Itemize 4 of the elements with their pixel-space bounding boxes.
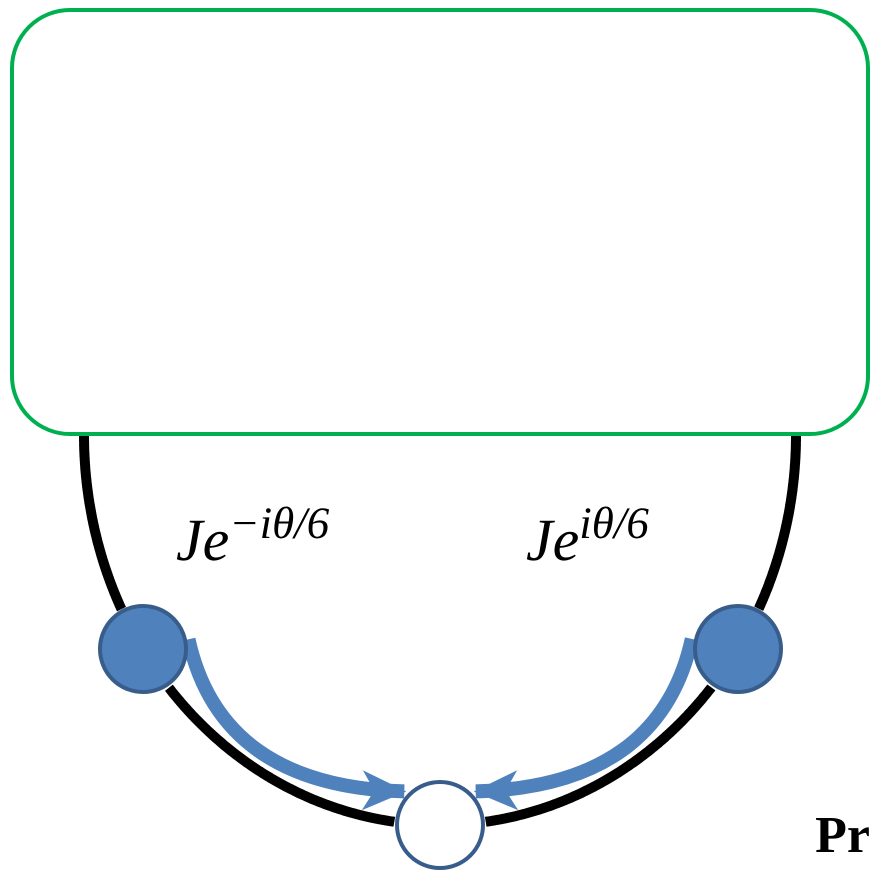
ring-line	[164, 684, 398, 827]
rounded-box	[10, 8, 870, 436]
panel-label: Pr	[815, 810, 870, 862]
ring-line	[482, 684, 716, 827]
